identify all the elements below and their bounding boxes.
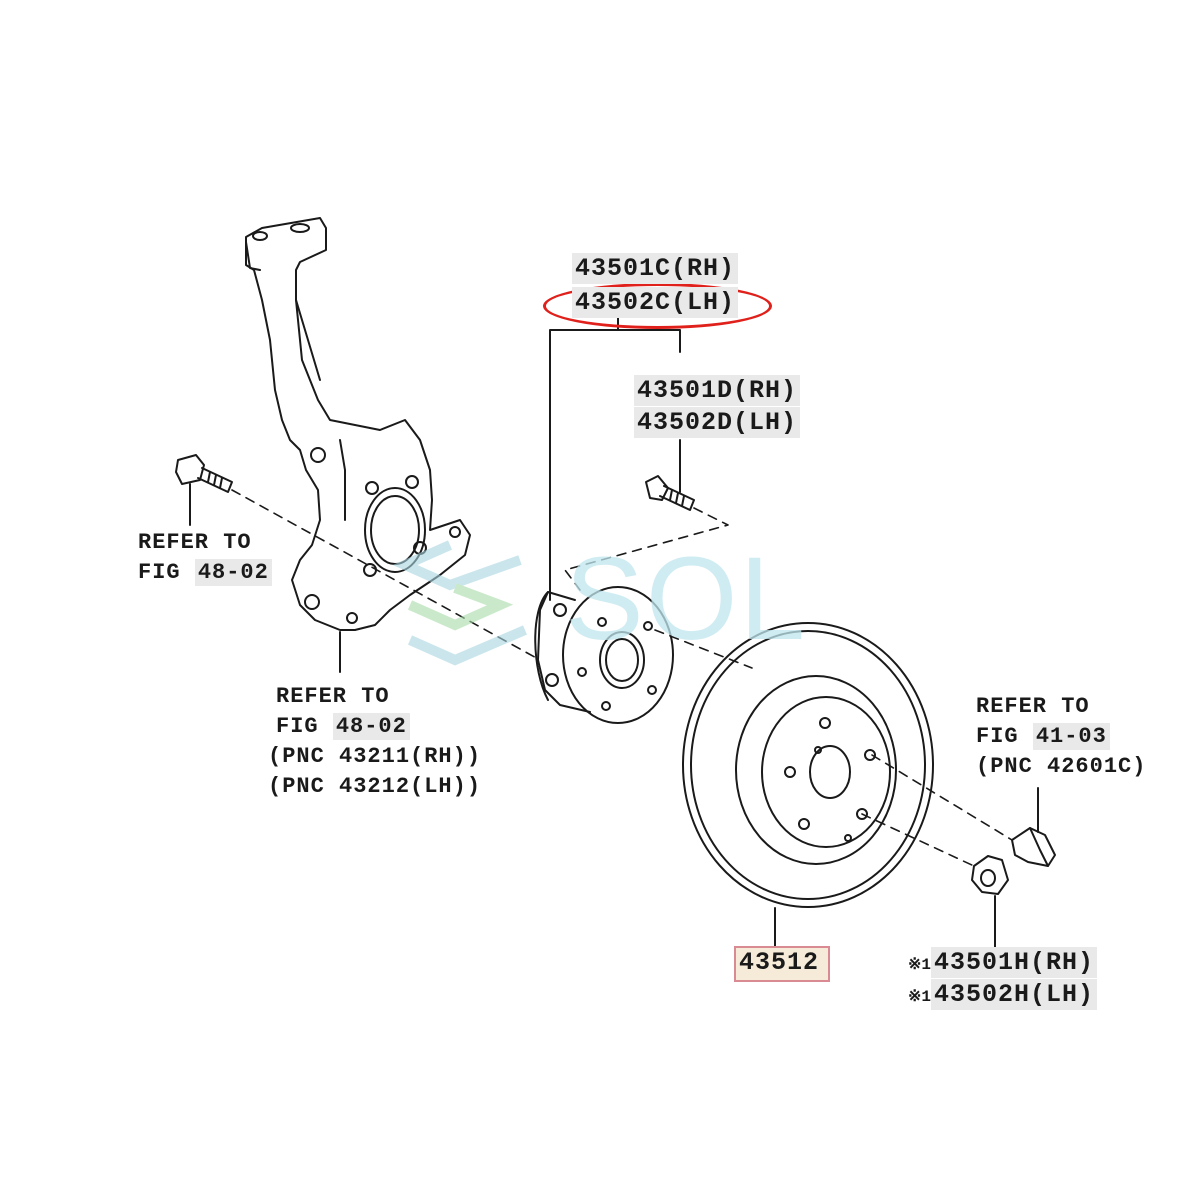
knuckle-bolt xyxy=(175,454,233,526)
lugnut-pnc: (PNC 42601C) xyxy=(976,754,1147,779)
part-number-hub-rh: 43501C(RH) xyxy=(572,253,739,284)
hub-bolt xyxy=(645,439,695,511)
knuckle-bolt-ref-line1: REFER TO xyxy=(138,530,252,555)
disc-rotor xyxy=(682,622,934,947)
part-number-rotor: 43512 xyxy=(739,948,820,977)
part-number-hub-lh: 43502C(LH) xyxy=(572,287,739,318)
part-number-bolt-lh: 43502D(LH) xyxy=(634,407,801,438)
steering-knuckle xyxy=(245,217,471,631)
hub-nut xyxy=(971,855,1009,949)
knuckle-ref-line2: FIG 48-02 xyxy=(276,713,410,740)
lug-nut xyxy=(1011,787,1056,867)
hub-bearing xyxy=(534,586,674,724)
watermark: SOL xyxy=(565,533,808,665)
knuckle-bolt-ref-line2: FIG 48-02 xyxy=(138,559,272,586)
knuckle-pnc-lh: (PNC 43212(LH)) xyxy=(268,774,482,799)
highlight-ring xyxy=(543,283,772,329)
part-number-bolt-rh: 43501D(RH) xyxy=(634,375,801,406)
knuckle-ref-line1: REFER TO xyxy=(276,684,390,709)
lugnut-ref-line1: REFER TO xyxy=(976,694,1090,719)
lugnut-ref-line2: FIG 41-03 xyxy=(976,723,1110,750)
knuckle-pnc-rh: (PNC 43211(RH)) xyxy=(268,744,482,769)
highlight-box xyxy=(734,946,830,982)
